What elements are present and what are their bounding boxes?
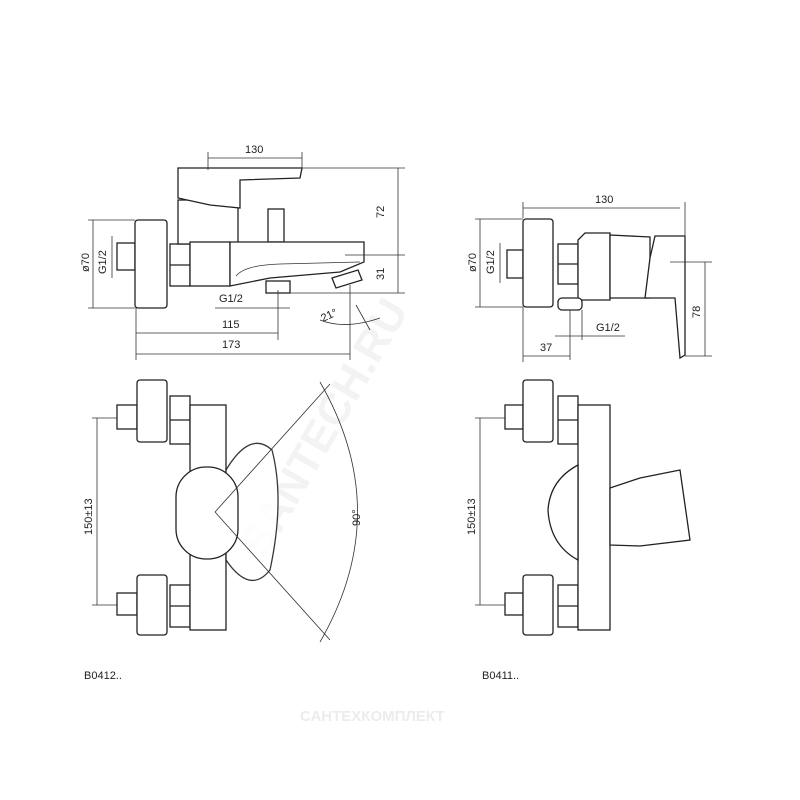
dim-thread-inlet: G1/2 (97, 250, 109, 274)
watermark-bottom: САНТЕХКОМПЛЕКТ (300, 708, 445, 725)
shower-mixer-side-view: 130 ø70 G1/2 G1/2 37 78 (467, 194, 712, 362)
model-code-shower: B0411.. (482, 670, 519, 682)
dim-spout-angle: 21° (319, 307, 339, 325)
dim-72: 72 (375, 206, 387, 218)
dim-31: 31 (375, 268, 387, 280)
dim-130-shower: 130 (595, 194, 613, 206)
dim-thread-outlet: G1/2 (219, 293, 243, 305)
dim-115: 115 (222, 319, 240, 331)
dim-173: 173 (222, 339, 240, 351)
shower-mixer-front-view: 150±13 B0411.. (466, 379, 691, 682)
dim-swing-angle: 90° (351, 509, 363, 526)
dim-thread-outlet-shower: G1/2 (596, 322, 620, 334)
dim-rosette-diameter: ø70 (80, 253, 92, 272)
dim-thread-inlet-shower: G1/2 (485, 250, 497, 274)
bath-mixer-side-view: 130 72 31 ø70 G1/2 G1/2 115 173 21° (80, 144, 405, 360)
dim-centers-shower: 150±13 (466, 498, 478, 535)
dim-centers-bath: 150±13 (83, 498, 95, 535)
model-code-bath: B0412.. (84, 670, 122, 682)
dim-37: 37 (540, 342, 552, 354)
dim-130: 130 (245, 144, 263, 156)
dim-rosette-diameter-shower: ø70 (467, 253, 479, 272)
dim-78: 78 (691, 306, 703, 318)
bath-mixer-front-view: 90° 150±13 B0412.. (83, 379, 363, 682)
